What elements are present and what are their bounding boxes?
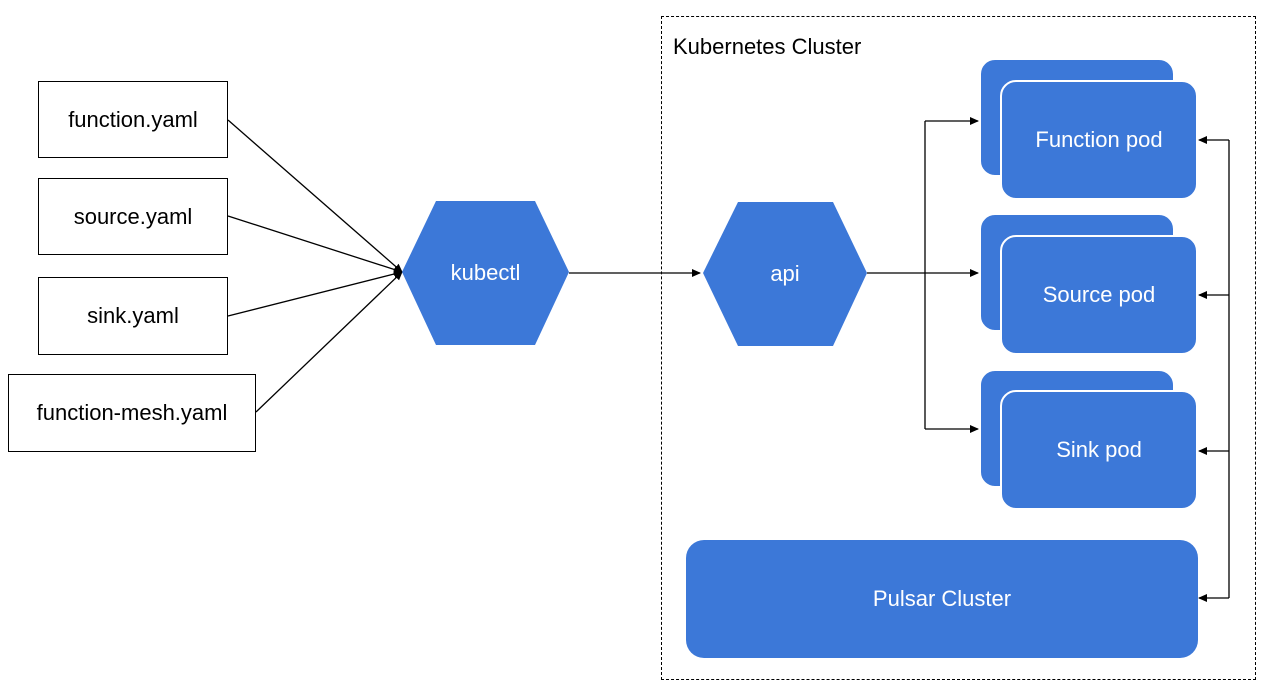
- pulsar-label: Pulsar Cluster: [872, 586, 1012, 611]
- file-label: source.yaml: [73, 203, 193, 229]
- file-label: sink.yaml: [87, 303, 179, 328]
- file-source-yaml: source.yaml: [38, 178, 228, 255]
- cluster-title: Kubernetes Cluster: [673, 34, 862, 59]
- pod-label: Source pod: [1042, 282, 1156, 307]
- file-label: function-mesh.yaml: [36, 400, 228, 425]
- sink-pod: Sink pod: [1000, 390, 1198, 510]
- pod-label: Sink pod: [1056, 437, 1142, 462]
- kubectl-node: kubectl: [402, 201, 569, 345]
- file-sink-yaml: sink.yaml: [38, 277, 228, 355]
- kubernetes-cluster: [661, 16, 1256, 680]
- edge-function-yaml-to-kubectl: [227, 119, 403, 273]
- edge-function-mesh-yaml-to-kubectl: [255, 271, 403, 413]
- edge-source-yaml-to-kubectl: [227, 215, 403, 274]
- kubectl-label: kubectl: [450, 260, 521, 285]
- source-pod: Source pod: [1000, 235, 1198, 355]
- file-label: function.yaml: [68, 106, 198, 132]
- edge-sink-yaml-to-kubectl: [227, 270, 403, 317]
- pulsar-cluster: Pulsar Cluster: [686, 540, 1198, 658]
- api-hexagon: [703, 202, 867, 346]
- kubectl-hexagon: [402, 201, 569, 345]
- pod-label: Function pod: [1035, 127, 1163, 152]
- api-node: api: [703, 202, 867, 346]
- file-function-yaml: function.yaml: [38, 81, 228, 158]
- api-label: api: [770, 261, 800, 286]
- file-function-mesh-yaml: function-mesh.yaml: [8, 374, 256, 452]
- function-pod: Function pod: [1000, 80, 1198, 200]
